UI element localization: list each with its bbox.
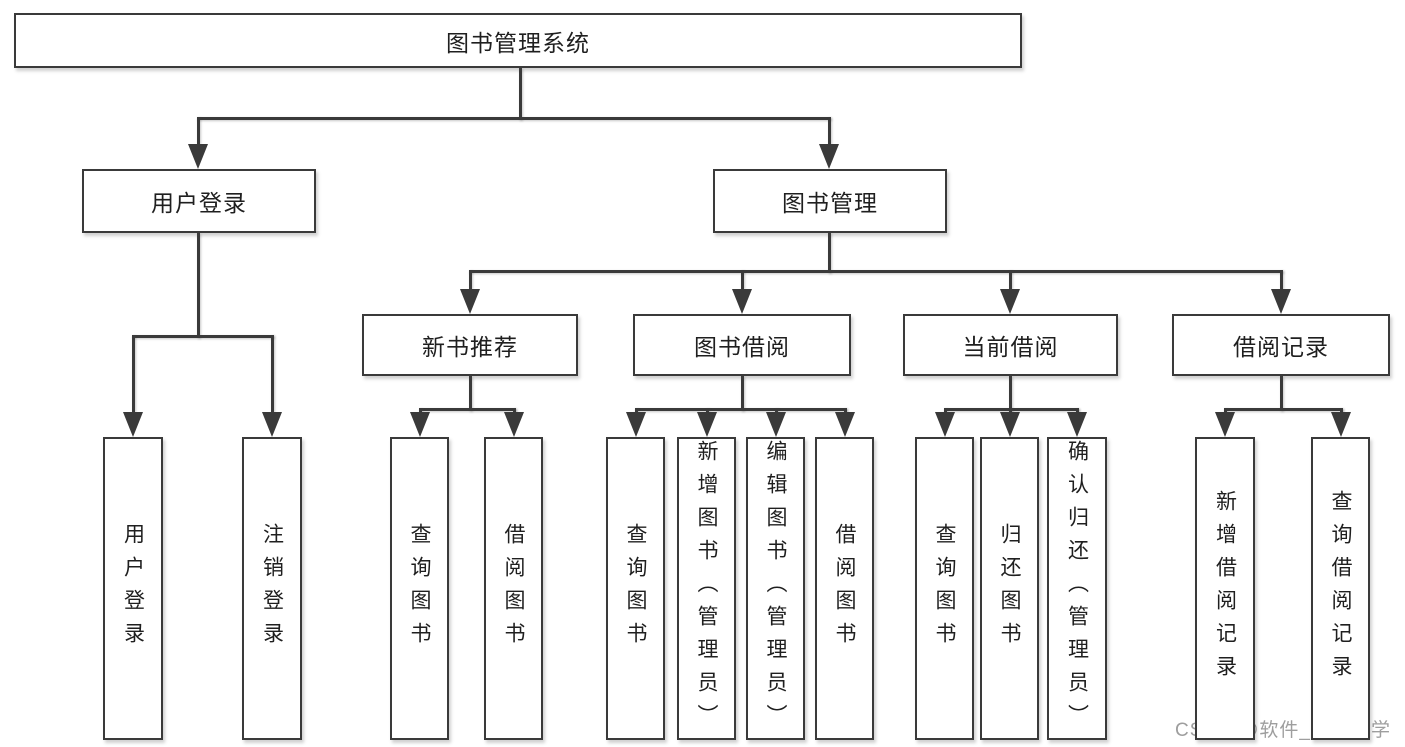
arrow-down-icon	[1331, 412, 1351, 437]
connector-drop-new-book-reco-0	[418, 408, 422, 412]
connector-stem-new-book-reco	[468, 376, 472, 411]
connector-stem-root	[518, 68, 522, 120]
arrow-down-icon	[935, 412, 955, 437]
node-leaf-bb-query: 查询图书	[606, 437, 665, 740]
connector-drop-book-management-0	[468, 270, 472, 289]
node-label-leaf-cb-return: 归还图书	[998, 522, 1021, 655]
node-leaf-bb-borrow: 借阅图书	[815, 437, 874, 740]
arrow-down-icon	[1000, 289, 1020, 314]
connector-drop-borrow-records-0	[1223, 408, 1227, 412]
node-book-borrowing: 图书借阅	[633, 314, 851, 376]
node-leaf-reco-query: 查询图书	[390, 437, 449, 740]
node-label-leaf-rec-query: 查询借阅记录	[1329, 489, 1352, 688]
connector-drop-book-borrowing-3	[843, 408, 847, 412]
node-label-leaf-reco-query: 查询图书	[408, 522, 431, 655]
arrow-down-icon	[732, 289, 752, 314]
arrow-down-icon	[460, 289, 480, 314]
node-label-leaf-bb-query: 查询图书	[624, 522, 647, 655]
connector-drop-book-borrowing-0	[634, 408, 638, 412]
connector-split-book-borrowing	[634, 408, 847, 411]
arrow-down-icon	[697, 412, 717, 437]
node-label-current-borrowing: 当前借阅	[962, 334, 1059, 360]
connector-drop-root-0	[196, 117, 200, 144]
node-label-leaf-bb-borrow: 借阅图书	[833, 522, 856, 655]
connector-split-book-management	[468, 270, 1283, 273]
connector-split-new-book-reco	[418, 408, 516, 411]
node-leaf-bb-add: 新增图书（管理员）	[677, 437, 736, 740]
connector-stem-borrow-records	[1279, 376, 1283, 411]
connector-stem-user-login	[196, 233, 200, 338]
node-leaf-cb-query: 查询图书	[915, 437, 974, 740]
node-current-borrowing: 当前借阅	[903, 314, 1118, 376]
arrow-down-icon	[1067, 412, 1087, 437]
connector-stem-book-borrowing	[740, 376, 744, 411]
arrow-down-icon	[835, 412, 855, 437]
node-leaf-rec-query: 查询借阅记录	[1311, 437, 1370, 740]
node-label-leaf-cb-confirm: 确认归还（管理员）	[1065, 440, 1089, 737]
arrow-down-icon	[819, 144, 839, 169]
arrow-down-icon	[766, 412, 786, 437]
connector-drop-current-borrowing-0	[943, 408, 947, 412]
connector-split-user-login	[131, 335, 274, 338]
connector-drop-user-login-1	[270, 335, 274, 412]
node-label-user-login: 用户登录	[151, 190, 247, 216]
connector-split-root	[196, 117, 831, 120]
connector-drop-current-borrowing-2	[1075, 408, 1079, 412]
node-label-borrow-records: 借阅记录	[1233, 334, 1329, 360]
node-label-book-management: 图书管理	[782, 190, 878, 216]
connector-drop-book-borrowing-1	[705, 408, 709, 412]
connector-stem-current-borrowing	[1008, 376, 1012, 411]
node-label-new-book-reco: 新书推荐	[422, 334, 518, 360]
node-leaf-logout: 注销登录	[242, 437, 302, 740]
arrow-down-icon	[1000, 412, 1020, 437]
arrow-down-icon	[504, 412, 524, 437]
arrow-down-icon	[1215, 412, 1235, 437]
node-leaf-bb-edit: 编辑图书（管理员）	[746, 437, 805, 740]
node-borrow-records: 借阅记录	[1172, 314, 1390, 376]
connector-drop-book-management-3	[1279, 270, 1283, 289]
node-label-root: 图书管理系统	[446, 29, 590, 56]
node-label-leaf-user-login: 用户登录	[121, 522, 145, 655]
arrow-down-icon	[410, 412, 430, 437]
node-label-leaf-bb-add: 新增图书（管理员）	[695, 440, 718, 737]
connector-split-borrow-records	[1223, 408, 1343, 411]
node-label-leaf-logout: 注销登录	[260, 522, 284, 655]
arrow-down-icon	[188, 144, 208, 169]
connector-drop-book-borrowing-2	[774, 408, 778, 412]
node-user-login: 用户登录	[82, 169, 316, 233]
node-label-leaf-cb-query: 查询图书	[933, 522, 956, 655]
node-label-leaf-bb-edit: 编辑图书（管理员）	[764, 440, 787, 737]
connector-drop-book-management-1	[740, 270, 744, 289]
arrow-down-icon	[626, 412, 646, 437]
node-label-book-borrowing: 图书借阅	[694, 334, 790, 360]
node-root: 图书管理系统	[14, 13, 1022, 68]
node-book-management: 图书管理	[713, 169, 947, 233]
node-label-leaf-reco-borrow: 借阅图书	[502, 522, 525, 655]
connector-drop-root-1	[827, 117, 831, 144]
node-leaf-user-login: 用户登录	[103, 437, 163, 740]
node-leaf-cb-confirm: 确认归还（管理员）	[1047, 437, 1107, 740]
connector-drop-book-management-2	[1008, 270, 1012, 289]
node-leaf-rec-add: 新增借阅记录	[1195, 437, 1255, 740]
node-label-leaf-rec-add: 新增借阅记录	[1213, 489, 1237, 688]
node-leaf-reco-borrow: 借阅图书	[484, 437, 543, 740]
connector-stem-book-management	[827, 233, 831, 273]
connector-drop-borrow-records-1	[1339, 408, 1343, 412]
arrow-down-icon	[123, 412, 143, 437]
connector-drop-user-login-0	[131, 335, 135, 412]
arrow-down-icon	[1271, 289, 1291, 314]
connector-drop-new-book-reco-1	[512, 408, 516, 412]
arrow-down-icon	[262, 412, 282, 437]
connector-drop-current-borrowing-1	[1008, 408, 1012, 412]
node-leaf-cb-return: 归还图书	[980, 437, 1039, 740]
node-new-book-reco: 新书推荐	[362, 314, 578, 376]
